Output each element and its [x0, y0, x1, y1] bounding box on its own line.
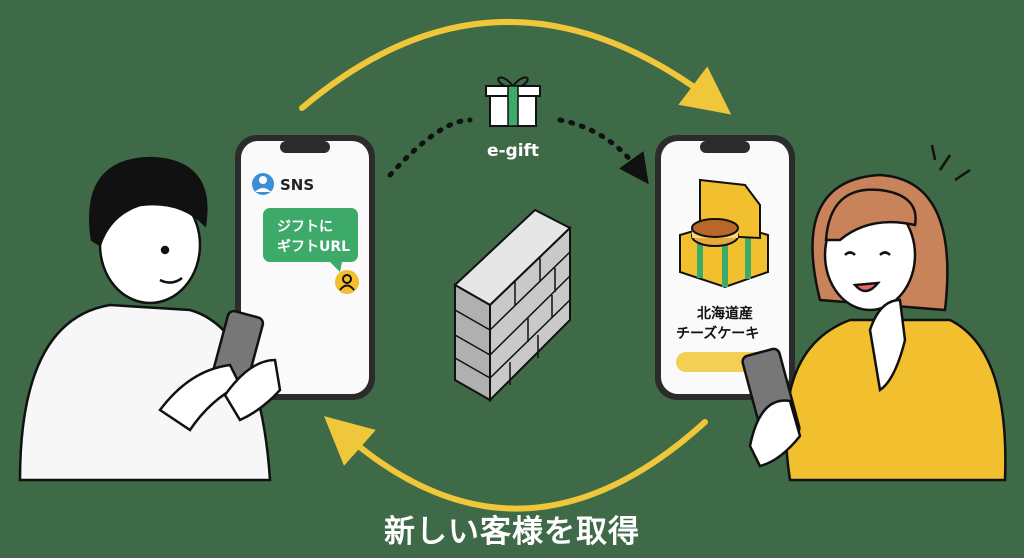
message-bubble: [263, 208, 358, 262]
message-line-2: ギフトURL: [277, 238, 350, 255]
sns-label: SNS: [280, 176, 314, 194]
man-figure: [18, 156, 282, 482]
product-line-2: チーズケーキ: [676, 325, 759, 342]
receiver-phone: 北海道産 チーズケーキ: [655, 135, 795, 400]
message-line-1: ジフトに: [277, 219, 333, 235]
wall-icon: [453, 208, 572, 403]
gift-box-icon: [485, 76, 541, 127]
sender-phone: SNS ジフトに ギフトURL: [235, 135, 375, 400]
bottom-cycle-arrow: [324, 416, 708, 512]
product-line-1: 北海道産: [697, 305, 753, 322]
top-cycle-arrow: [299, 18, 732, 115]
caption: 新しい客様を取得: [384, 514, 640, 550]
gift-label: e-gift: [487, 141, 539, 161]
gift-dotted-arrow: [387, 117, 640, 175]
woman-figure: [741, 144, 1007, 482]
cheesecake-box-icon: [679, 178, 769, 289]
